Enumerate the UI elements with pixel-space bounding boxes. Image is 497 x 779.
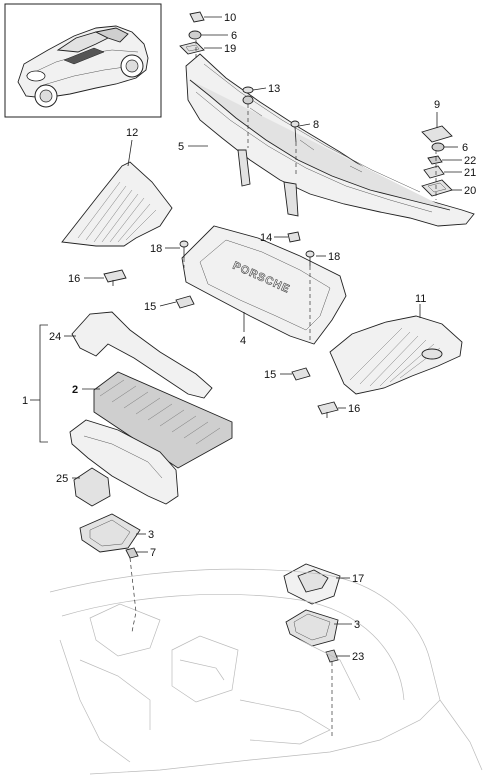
front-wheel [34, 84, 58, 108]
seal-part-3a [79, 513, 141, 553]
bolt-part-8 [290, 120, 300, 143]
callout-17: 17 [352, 573, 364, 585]
callout-19: 19 [224, 43, 236, 55]
callout-8: 8 [313, 119, 319, 131]
clip-part-7 [125, 547, 139, 559]
callout-13: 13 [268, 83, 280, 95]
clip-part-16a [103, 269, 127, 286]
callout-25: 25 [56, 473, 68, 485]
nut-part-6b [431, 142, 445, 152]
vehicle-body-section [49, 568, 483, 775]
callout-18b: 18 [328, 251, 340, 263]
seal-part-19 [179, 41, 205, 55]
clip-part-16b [317, 401, 339, 418]
leader-lines [64, 16, 462, 657]
callout-16a: 16 [68, 273, 80, 285]
clip-part-14 [287, 231, 301, 243]
seal-part-24 [71, 311, 213, 399]
callout-4: 4 [240, 335, 246, 347]
callout-22: 22 [464, 155, 476, 167]
seal-part-20 [421, 179, 453, 197]
callout-labels: 10 6 19 13 8 9 6 22 21 20 5 12 14 18 18 … [22, 12, 476, 663]
callout-6b: 6 [462, 142, 468, 154]
callout-14: 14 [260, 232, 272, 244]
assembly-lines [129, 40, 437, 736]
cowl-panel-part-5 [185, 53, 475, 227]
callout-5: 5 [178, 141, 184, 153]
side-trim-part-12 [61, 161, 173, 247]
rear-wheel [120, 54, 144, 78]
callout-18a: 18 [150, 243, 162, 255]
callout-3b: 3 [354, 619, 360, 631]
callout-12: 12 [126, 127, 138, 139]
filter-housing [69, 419, 179, 507]
callout-6a: 6 [231, 30, 237, 42]
clip-part-21 [423, 165, 445, 179]
cover-part-9 [421, 125, 453, 143]
screw-part-18a [179, 240, 189, 258]
callout-11: 11 [415, 293, 426, 305]
car-thumbnail [4, 3, 162, 118]
clip-part-10 [189, 11, 205, 23]
cover-panel-part-4: PORSCHE [181, 225, 347, 345]
callout-16b: 16 [348, 403, 360, 415]
filter-part-2 [93, 371, 233, 469]
screw-part-18b [305, 250, 315, 266]
clip-part-15a [175, 295, 195, 309]
callout-20: 20 [464, 185, 476, 197]
callout-15a: 15 [144, 301, 156, 313]
callout-10: 10 [224, 12, 236, 24]
callout-15b: 15 [264, 369, 276, 381]
clip-part-15b [291, 367, 311, 381]
group-bracket-part-1 [30, 324, 48, 443]
callout-7: 7 [150, 547, 156, 559]
screw-part-13 [242, 86, 254, 105]
callout-2: 2 [72, 384, 78, 396]
callout-24: 24 [49, 331, 61, 343]
callout-21: 21 [464, 167, 476, 179]
callout-3a: 3 [148, 529, 154, 541]
clip-part-22 [427, 155, 443, 165]
nut-part-6a [188, 30, 202, 40]
blower-cover-part-17 [283, 563, 341, 605]
callout-9: 9 [434, 99, 440, 111]
callout-1: 1 [22, 395, 28, 407]
side-trim-part-11 [329, 315, 463, 395]
callout-23: 23 [352, 651, 364, 663]
seal-part-3b [285, 609, 339, 647]
